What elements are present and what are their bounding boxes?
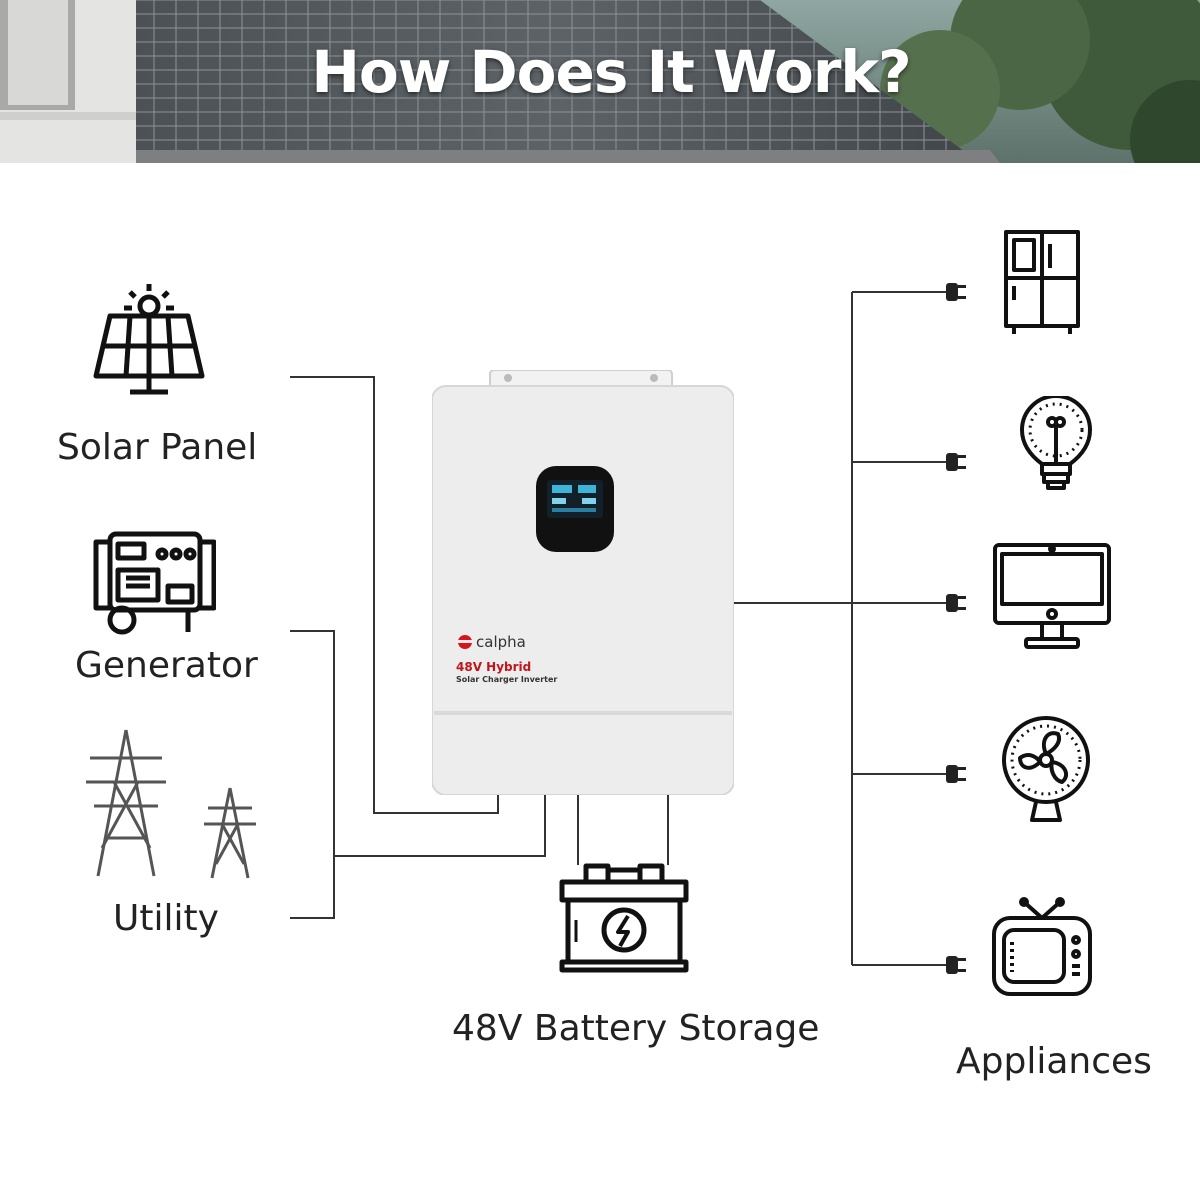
- battery-label: 48V Battery Storage: [452, 1008, 820, 1049]
- monitor-icon: [993, 543, 1111, 649]
- inverter-description: Solar Charger Inverter: [456, 675, 558, 684]
- utility-tower-icon: [86, 729, 256, 879]
- inverter-brand: calpha: [476, 633, 526, 651]
- banner-photo: [0, 0, 1200, 163]
- solar-panel-label: Solar Panel: [57, 427, 258, 468]
- generator-icon: [93, 531, 216, 635]
- generator-label: Generator: [75, 645, 258, 686]
- hybrid-inverter: [432, 370, 734, 795]
- banner-title: How Does It Work?: [311, 38, 911, 106]
- battery-icon: [559, 863, 689, 973]
- plug-icon: [946, 956, 966, 974]
- header-banner: How Does It Work?: [0, 0, 1200, 163]
- plug-icon: [946, 453, 966, 471]
- television-icon: [992, 897, 1092, 996]
- light-bulb-icon: [1020, 396, 1092, 490]
- inverter-model: 48V Hybrid: [456, 660, 532, 674]
- plug-icon: [946, 594, 966, 612]
- solar-panel-icon: [93, 284, 205, 395]
- fan-icon: [1002, 716, 1090, 822]
- plug-icon: [946, 283, 966, 301]
- plug-icons: [946, 283, 966, 974]
- appliances-label: Appliances: [956, 1041, 1152, 1082]
- utility-label: Utility: [113, 898, 219, 939]
- plug-icon: [946, 765, 966, 783]
- refrigerator-icon: [1004, 230, 1080, 334]
